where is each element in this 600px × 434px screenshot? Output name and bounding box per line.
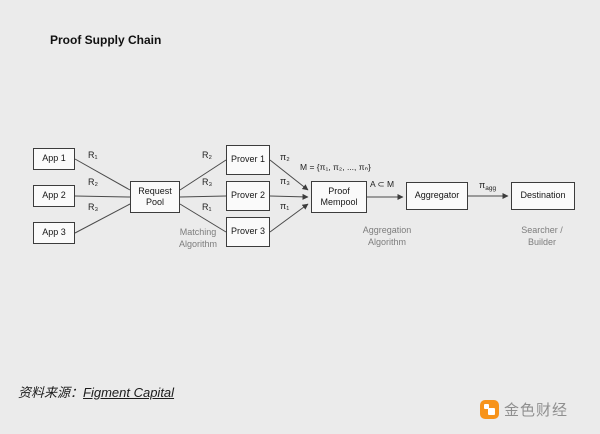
edge-label-pi3: π₃ [280, 176, 290, 186]
edge-label-pi2: π₂ [280, 152, 290, 162]
node-request-pool: Request Pool [130, 181, 180, 213]
pi-agg-base: π [479, 180, 486, 190]
node-prover-3: Prover 3 [226, 217, 270, 247]
brand-watermark: 金色财经 [480, 399, 568, 420]
node-app-1: App 1 [33, 148, 75, 170]
node-aggregator: Aggregator [406, 182, 468, 210]
node-app-3: App 3 [33, 222, 75, 244]
node-app-2: App 2 [33, 185, 75, 207]
caption-matching-algorithm: Matching Algorithm [178, 227, 217, 249]
caption-aggregation-algorithm: Aggregation Algorithm [362, 225, 412, 247]
source-prefix: 资料来源： [18, 385, 84, 400]
diagram-title: Proof Supply Chain [50, 33, 162, 47]
edge-label-r2-left: R₂ [88, 177, 98, 187]
edge-label-r3-left: R₃ [88, 202, 99, 212]
edge-label-r2-mid: R₂ [202, 150, 212, 160]
node-destination: Destination [511, 182, 575, 210]
edge-label-pi1: π₁ [280, 201, 290, 211]
edge-label-r3-mid: R₃ [202, 177, 213, 187]
edge-label-pi-agg: πagg [479, 180, 496, 192]
brand-name: 金色财经 [504, 402, 569, 419]
brand-logo-icon [480, 400, 499, 419]
source-link[interactable]: Figment Capital [83, 385, 175, 400]
edge-label-r1-mid: R₁ [202, 202, 212, 212]
node-prover-1: Prover 1 [226, 145, 270, 175]
node-proof-mempool: Proof Mempool [311, 181, 367, 213]
source-line: 资料来源：Figment Capital [18, 382, 174, 401]
edge-label-m-set: M = {π₁, π₂, ..., πₙ} [300, 162, 371, 172]
pi-agg-sub: agg [485, 185, 497, 192]
edge-label-r1-left: R₁ [88, 150, 98, 160]
node-prover-2: Prover 2 [226, 181, 270, 211]
caption-searcher-builder: Searcher / Builder [521, 225, 563, 247]
edge-label-a-subset: A ⊂ M [370, 179, 395, 189]
